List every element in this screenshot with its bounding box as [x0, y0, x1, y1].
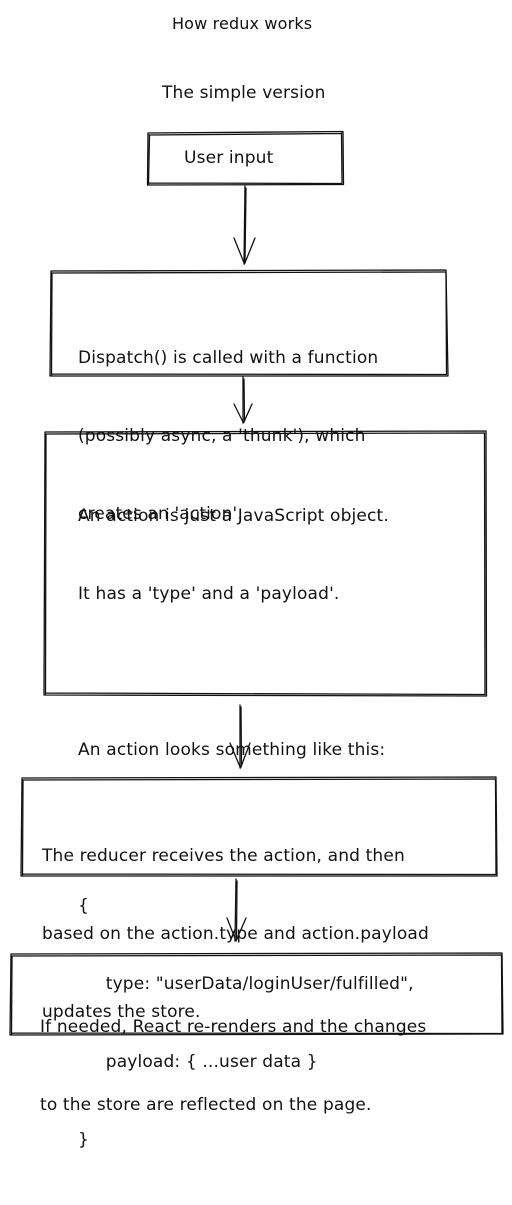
reducer-line: updates the store.: [42, 1002, 201, 1022]
dispatch-line: creates an 'action'.: [78, 504, 243, 524]
reducer-text: The reducer receives the action, and the…: [42, 791, 429, 1077]
user-input-label: User input: [184, 148, 274, 168]
action-line: {: [78, 896, 89, 916]
dispatch-line: Dispatch() is called with a function: [78, 348, 379, 368]
action-line: [78, 659, 414, 685]
arrow-1: [233, 185, 256, 265]
reducer-line: The reducer receives the action, and the…: [42, 846, 405, 866]
diagram-subtitle: The simple version: [162, 83, 326, 103]
diagram-title: How redux works: [172, 14, 313, 33]
rerender-text: If needed, React re-renders and the chan…: [40, 962, 426, 1170]
dispatch-text: Dispatch() is called with a function (po…: [78, 293, 378, 579]
rerender-line: to the store are reflected on the page.: [40, 1095, 372, 1115]
dispatch-line: (possibly async, a 'thunk'), which: [78, 426, 366, 446]
action-line: It has a 'type' and a 'payload'.: [78, 584, 340, 604]
rerender-line: If needed, React re-renders and the chan…: [40, 1017, 427, 1037]
action-line: type: "userData/loginUser/fulfilled",: [78, 974, 414, 994]
flow-diagram: How redux works The simple version User …: [9, 14, 504, 1150]
reducer-line: based on the action.type and action.payl…: [42, 924, 429, 944]
action-line: An action is just a JavaScript object.: [78, 506, 389, 526]
action-line: An action looks something like this:: [78, 740, 386, 760]
